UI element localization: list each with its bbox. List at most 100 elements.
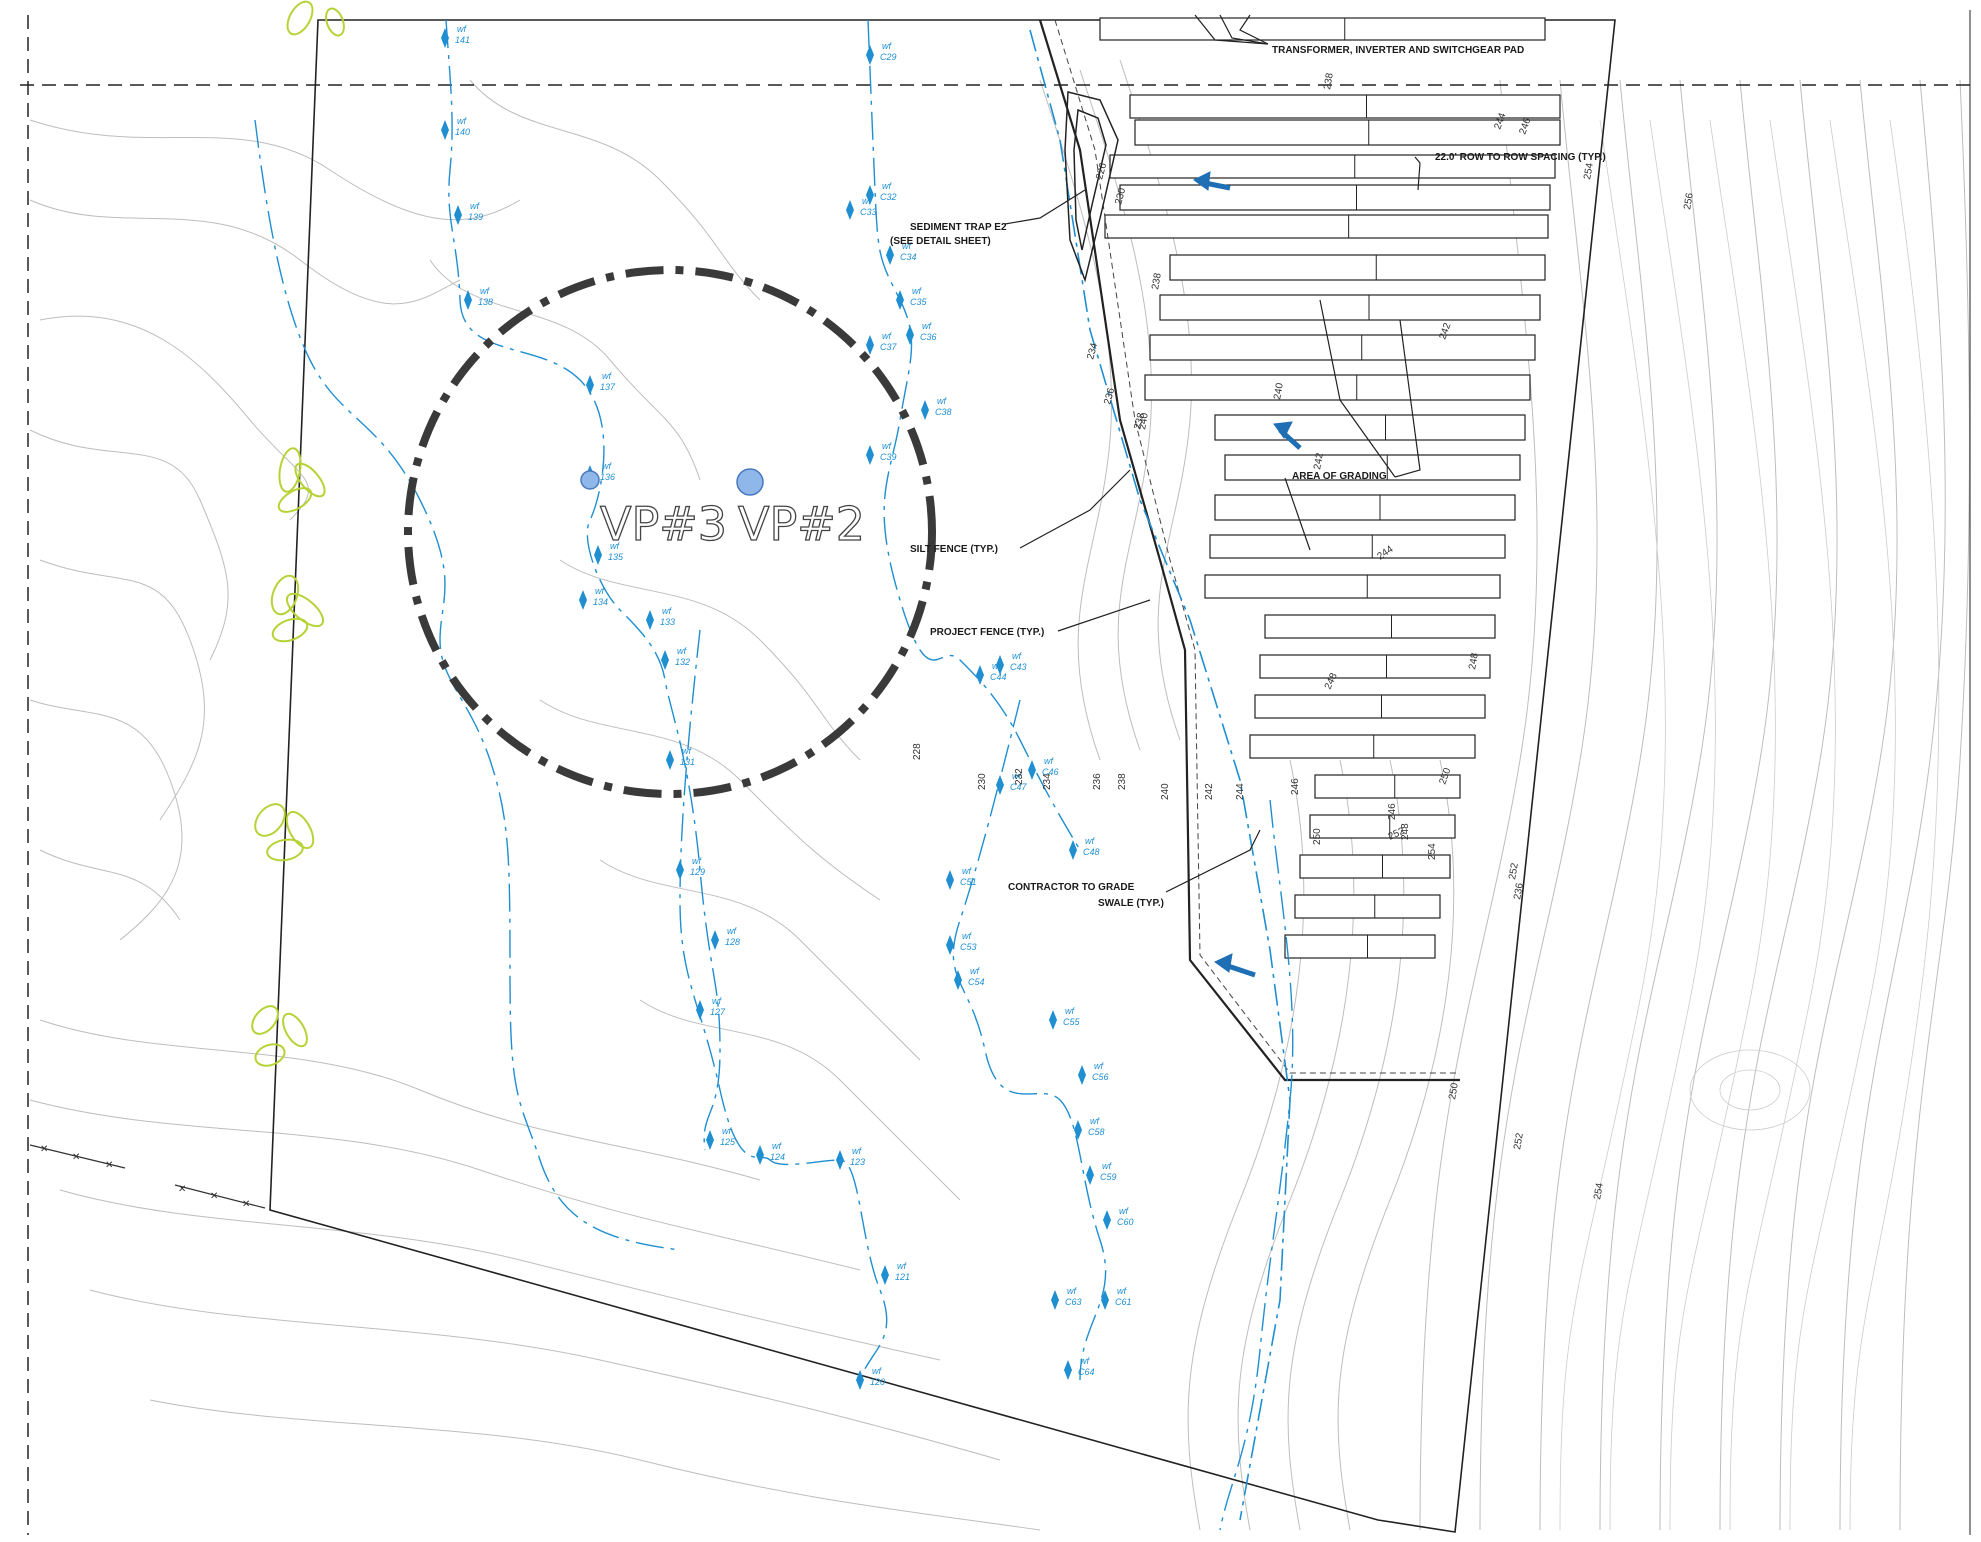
project-fence xyxy=(1038,19,1460,1082)
sheet-frame xyxy=(20,10,1975,1535)
solar-panel-row xyxy=(1119,184,1551,211)
solar-panel-row xyxy=(1134,119,1561,146)
wetland-flag-id: 125 xyxy=(720,1137,736,1147)
wetland-flag-id: 128 xyxy=(725,937,740,947)
wetland-flag-id: 136 xyxy=(600,472,615,482)
wetland-flag-prefix: wf xyxy=(852,1146,862,1156)
solar-panel-row xyxy=(1214,494,1516,521)
wetland-flag-id: 127 xyxy=(710,1007,726,1017)
solar-panel-row xyxy=(1299,854,1451,879)
solar-panel-row xyxy=(1254,694,1486,719)
wetland-flag-prefix: wf xyxy=(480,286,490,296)
solar-panel-row xyxy=(1149,334,1536,361)
wetland-flag-prefix: wf xyxy=(872,1366,882,1376)
wetland-flag-id: C48 xyxy=(1083,847,1100,857)
contour-elevation-label: 246 xyxy=(1387,803,1398,820)
contour-elevation-label: 234 xyxy=(1042,773,1053,790)
transformer-pad-note: TRANSFORMER, INVERTER AND SWITCHGEAR PAD xyxy=(1272,45,1524,56)
wetland-flag-prefix: wf xyxy=(862,196,872,206)
solar-panel-row xyxy=(1259,654,1491,679)
svg-text:✕: ✕ xyxy=(242,1199,250,1210)
wetland-flag-id: 132 xyxy=(675,657,690,667)
wetland-flag-prefix: wf xyxy=(882,441,892,451)
wetland-flag-prefix: wf xyxy=(1012,771,1022,781)
solar-panel-row xyxy=(1294,894,1441,919)
wetland-flag-prefix: wf xyxy=(595,586,605,596)
wetland-flag-marker xyxy=(896,290,904,310)
svg-text:✕: ✕ xyxy=(40,1144,48,1155)
contour-elevation-label: 238 xyxy=(1322,72,1336,91)
contour-elevation-label: 230 xyxy=(1113,186,1128,205)
wetland-flag-marker xyxy=(1069,840,1077,860)
svg-text:✕: ✕ xyxy=(178,1184,186,1195)
wetland-flag-id: C37 xyxy=(880,342,898,352)
wetland-flag-marker xyxy=(676,860,684,880)
wetland-flag-id: 139 xyxy=(468,212,483,222)
contour-elevation-label: 252 xyxy=(1512,1132,1526,1151)
contour-elevation-label: 232 xyxy=(1014,768,1025,785)
wetland-flag-prefix: wf xyxy=(677,646,687,656)
wetland-flag-marker xyxy=(856,1370,864,1390)
contour-elevation-label: 254 xyxy=(1427,843,1438,860)
wetland-flag-id: C36 xyxy=(920,332,937,342)
wetland-flag-id: 120 xyxy=(870,1377,885,1387)
silt-fence xyxy=(1029,29,1291,1521)
svg-text:✕: ✕ xyxy=(72,1152,80,1163)
contour-elevation-label: 236 xyxy=(1092,773,1103,790)
wetland-flag-prefix: wf xyxy=(1119,1206,1129,1216)
vegetation-symbols xyxy=(251,0,345,1067)
wetland-flag-id: 141 xyxy=(455,35,470,45)
solar-panel-row xyxy=(1099,17,1546,41)
drawing-notes: TRANSFORMER, INVERTER AND SWITCHGEAR PAD… xyxy=(890,45,1606,909)
wetland-flag-prefix: wf xyxy=(970,966,980,976)
wetland-flag-prefix: wf xyxy=(602,371,612,381)
wetland-flag-marker xyxy=(711,930,719,950)
contour-elevation-label: 250 xyxy=(1312,828,1323,845)
wetland-flag-prefix: wf xyxy=(722,1126,732,1136)
solar-panel-row xyxy=(1209,534,1506,559)
wetland-flag-id: 138 xyxy=(478,297,493,307)
contour-elevation-label: 242 xyxy=(1204,783,1215,800)
solar-panel-row xyxy=(1309,814,1456,839)
wetland-flag-marker xyxy=(866,445,874,465)
wetland-flag-id: 135 xyxy=(608,552,624,562)
leader-lines xyxy=(1004,14,1421,893)
wetland-flag-marker xyxy=(976,665,984,685)
wetland-flag-marker xyxy=(866,335,874,355)
wetland-flag-id: C56 xyxy=(1092,1072,1109,1082)
wetland-flag-id: C63 xyxy=(1065,1297,1082,1307)
wetland-flag-prefix: wf xyxy=(1012,651,1022,661)
wetland-flag-prefix: wf xyxy=(1090,1116,1100,1126)
wetland-flag-marker xyxy=(906,325,914,345)
sediment-trap xyxy=(1064,91,1119,283)
solar-panel-array xyxy=(1099,17,1561,959)
wetland-flag-marker xyxy=(594,545,602,565)
wetland-flag-id: C39 xyxy=(880,452,897,462)
contour-elevation-label: 248 xyxy=(1467,652,1481,671)
wetland-flag-marker xyxy=(441,28,449,48)
wetland-flag-id: 123 xyxy=(850,1157,865,1167)
contour-elevation-label: 254 xyxy=(1592,1182,1606,1201)
wetland-flag-prefix: wf xyxy=(662,606,672,616)
solar-panel-row xyxy=(1204,574,1501,599)
wetland-flag-marker xyxy=(1064,1360,1072,1380)
wetland-flag-marker xyxy=(846,200,854,220)
wetland-flag-id: C46 xyxy=(1042,767,1059,777)
wetland-flag-marker xyxy=(579,590,587,610)
wetland-flag-marker xyxy=(756,1145,764,1165)
solar-panel-row xyxy=(1249,734,1476,759)
wetland-flag-id: C43 xyxy=(1010,662,1027,672)
wetland-flag-prefix: wf xyxy=(1094,1061,1104,1071)
wetland-flag-prefix: wf xyxy=(772,1141,782,1151)
wetland-flag-id: C34 xyxy=(900,252,917,262)
wetland-flag-id: C29 xyxy=(880,52,897,62)
wetland-flag-id: 124 xyxy=(770,1152,785,1162)
wetland-flag-id: 133 xyxy=(660,617,675,627)
wetland-flag-prefix: wf xyxy=(610,541,620,551)
solar-panel-row xyxy=(1129,94,1561,119)
solar-panel-row xyxy=(1104,214,1549,239)
wetland-flag-prefix: wf xyxy=(897,1261,907,1271)
wetland-flag-prefix: wf xyxy=(1080,1356,1090,1366)
sediment-trap-note: SEDIMENT TRAP E2 xyxy=(910,222,1007,233)
